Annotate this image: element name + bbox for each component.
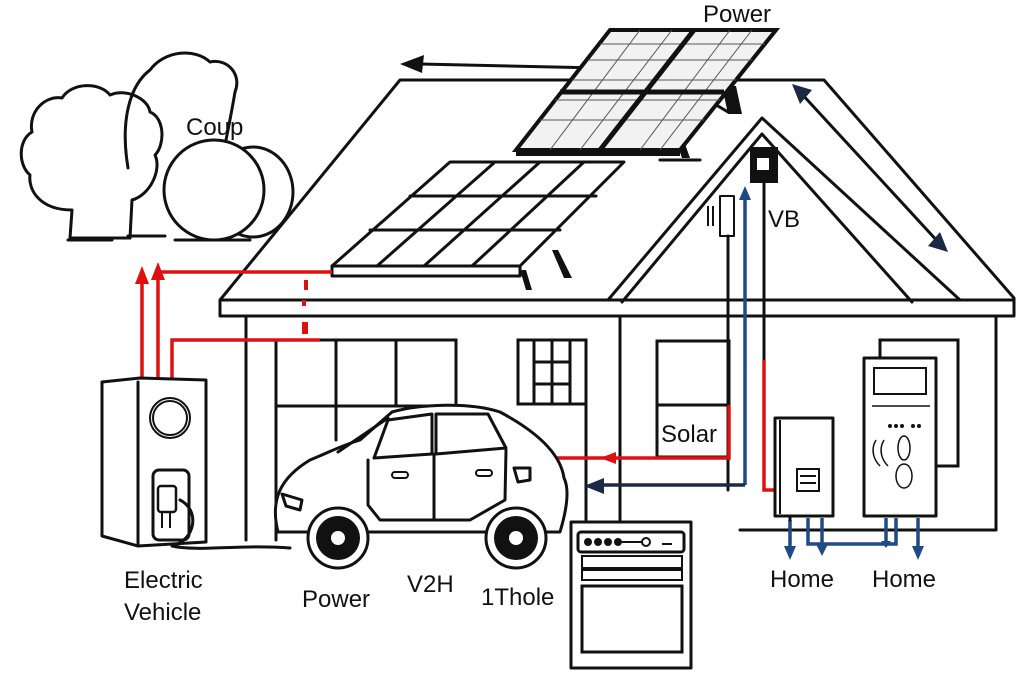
- bush-icon: [162, 138, 295, 242]
- inverter: [773, 416, 835, 522]
- ev-charger: [100, 376, 292, 550]
- solar-panel-small: [330, 160, 626, 290]
- oven-appliance: [569, 520, 693, 670]
- charger-label-line1: Electric: [124, 567, 203, 594]
- car-power-label: Power: [302, 586, 370, 613]
- charger-label-line2: Vehicle: [124, 599, 201, 626]
- home-label-right: Home: [872, 566, 936, 593]
- house-window: [516, 338, 588, 406]
- v2h-label: V2H: [407, 571, 454, 598]
- flow-arrow-left: [400, 55, 602, 73]
- wheel-rear: [484, 506, 548, 570]
- power-label-top: Power: [703, 1, 771, 28]
- wheel-front: [306, 506, 370, 570]
- appliance-label: 1Thole: [481, 584, 554, 611]
- vb-label: VB: [768, 206, 800, 233]
- trees-label: Coup: [186, 114, 243, 141]
- tree-icon: [19, 51, 239, 242]
- solar-panel-large: [511, 28, 781, 162]
- flow-lines: [135, 186, 924, 560]
- battery-controller: [862, 356, 938, 518]
- flow-arrow-roof: [792, 84, 948, 252]
- solar-label: Solar: [661, 421, 717, 448]
- home-label-left: Home: [770, 566, 834, 593]
- electric-car: [273, 403, 569, 570]
